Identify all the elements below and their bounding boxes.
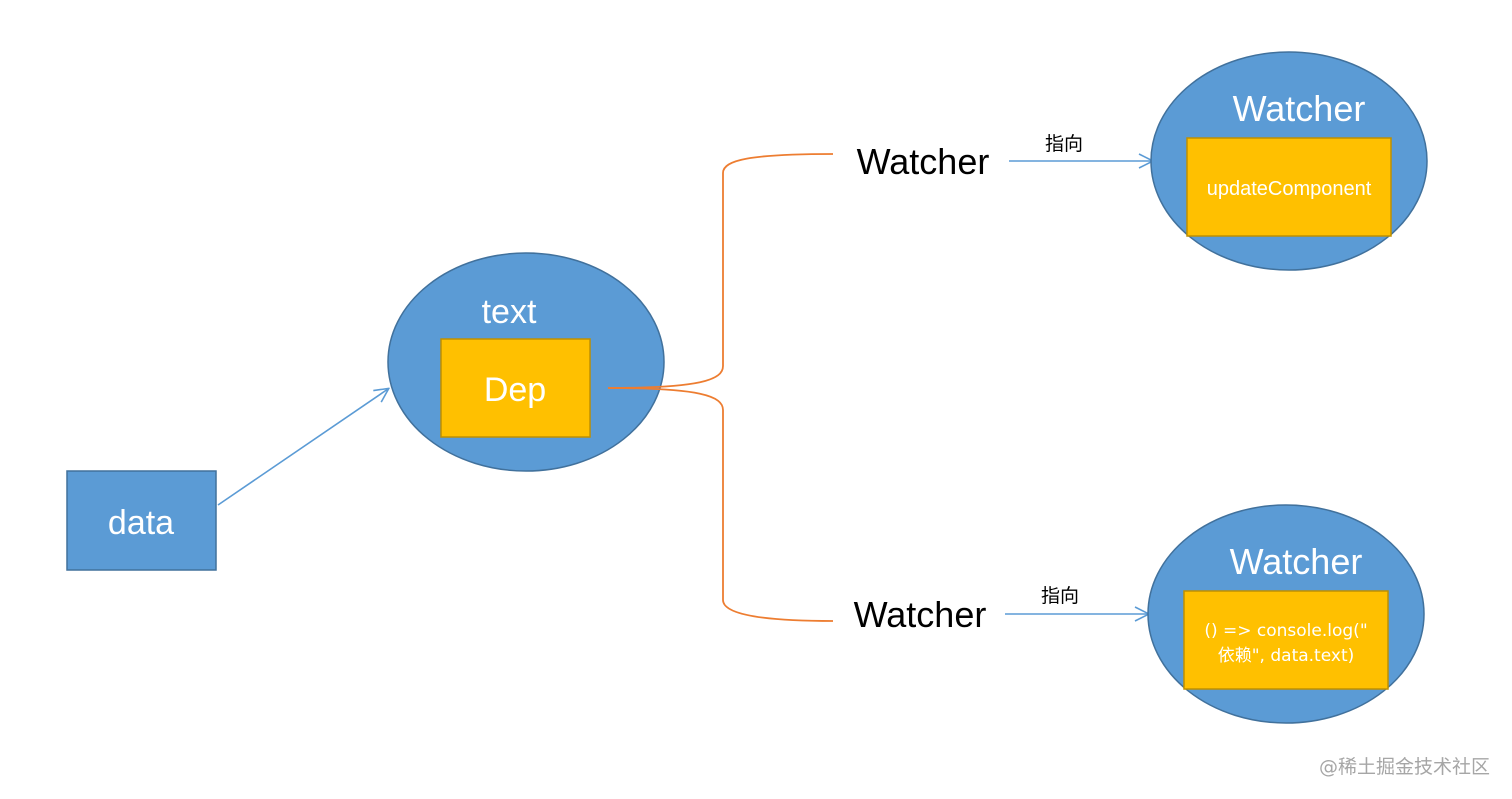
watcher-top-node: Watcher updateComponent — [1150, 51, 1428, 271]
data-to-text-arrow — [217, 389, 388, 506]
data-node-label: data — [108, 504, 174, 542]
text-node: text Dep — [387, 252, 665, 472]
dep-to-bottom-watcher-line — [607, 387, 834, 622]
update-component-label: updateComponent — [1207, 178, 1372, 200]
dep-label: Dep — [484, 371, 546, 409]
watcher-bottom-label: Watcher — [854, 594, 987, 635]
update-component-box — [1186, 137, 1392, 237]
top-pointer-label: 指向 — [1045, 133, 1083, 155]
console-log-box — [1183, 590, 1389, 690]
watcher-top-node-label: Watcher — [1233, 88, 1366, 129]
dep-box — [440, 338, 591, 438]
text-node-label: text — [482, 293, 537, 331]
dep-to-top-watcher-line — [607, 153, 834, 389]
console-log-line1: () => console.log(" — [1204, 621, 1367, 641]
watermark: @稀土掘金技术社区 — [1318, 756, 1490, 778]
watcher-bottom-node: Watcher () => console.log(" 依赖", data.te… — [1147, 504, 1425, 724]
console-log-line2: 依赖", data.text) — [1218, 646, 1355, 666]
bottom-pointer-label: 指向 — [1041, 585, 1079, 607]
watcher-bottom-node-label: Watcher — [1230, 541, 1363, 582]
data-node: data — [66, 470, 217, 571]
watcher-top-label: Watcher — [857, 141, 990, 182]
